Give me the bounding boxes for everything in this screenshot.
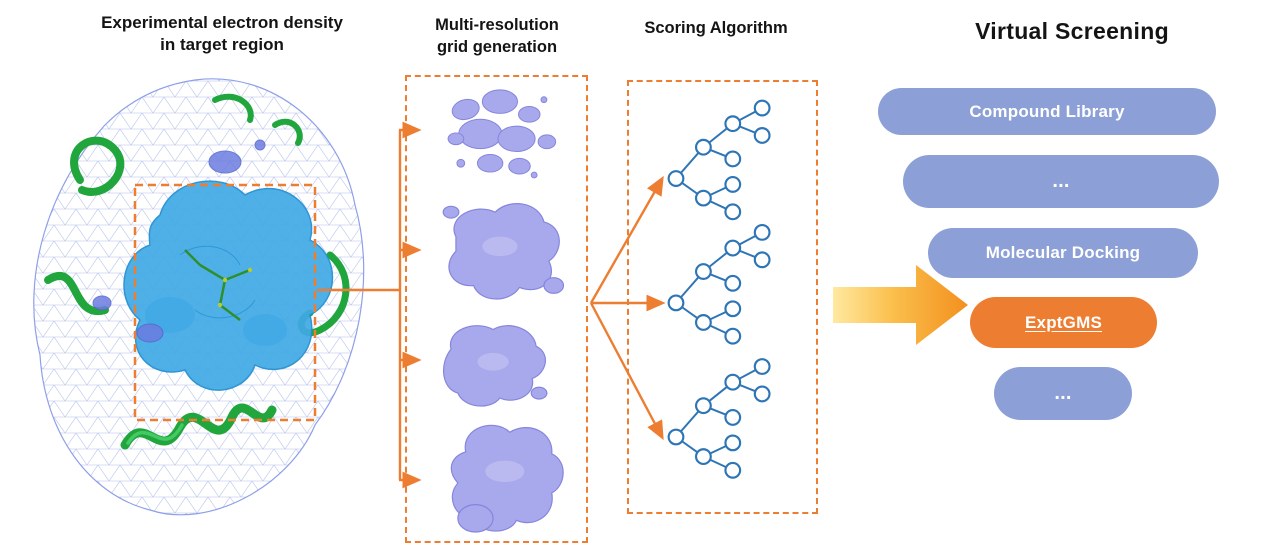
screening-title: Virtual Screening: [975, 18, 1169, 44]
density-title: Experimental electron density in target …: [101, 13, 343, 55]
pill-label: ExptGMS: [1025, 312, 1102, 332]
scoring-title: Scoring Algorithm: [644, 19, 788, 37]
big-arrow: [833, 265, 968, 345]
pill-ellipsis-top: ...: [903, 155, 1219, 208]
decision-tree-3: [667, 358, 771, 479]
multi-resolution-grids: [442, 89, 565, 533]
pill-compound-library: Compound Library: [878, 88, 1216, 135]
ligand-sticks: [184, 249, 253, 321]
grid-blob-4: [450, 424, 564, 533]
grid-blob-3: [443, 325, 548, 407]
grid-generation-box: [405, 75, 588, 543]
grid-title: Multi-resolution grid generation: [435, 16, 559, 56]
pill-label: Molecular Docking: [985, 243, 1141, 262]
green-ribbons: [44, 93, 350, 450]
decision-tree-2: [667, 223, 771, 345]
density-blob: [123, 180, 334, 391]
scoring-algorithm-box: [627, 80, 818, 514]
scoring-trees: [667, 99, 771, 479]
pill-exptgms: ExptGMS: [970, 297, 1157, 348]
satellite-blobs: [92, 139, 266, 343]
pill-label: ...: [1052, 170, 1070, 192]
pill-molecular-docking: Molecular Docking: [928, 228, 1198, 278]
pill-ellipsis-bottom: ...: [994, 367, 1132, 420]
grid-blob-2: [442, 203, 565, 300]
pill-label: Compound Library: [969, 101, 1125, 121]
electron-density-figure: [33, 78, 365, 516]
decision-tree-1: [667, 99, 771, 221]
grid-blob-1: [447, 89, 557, 179]
big-arrow-shape: [833, 265, 968, 345]
pill-label: ...: [1054, 382, 1072, 404]
